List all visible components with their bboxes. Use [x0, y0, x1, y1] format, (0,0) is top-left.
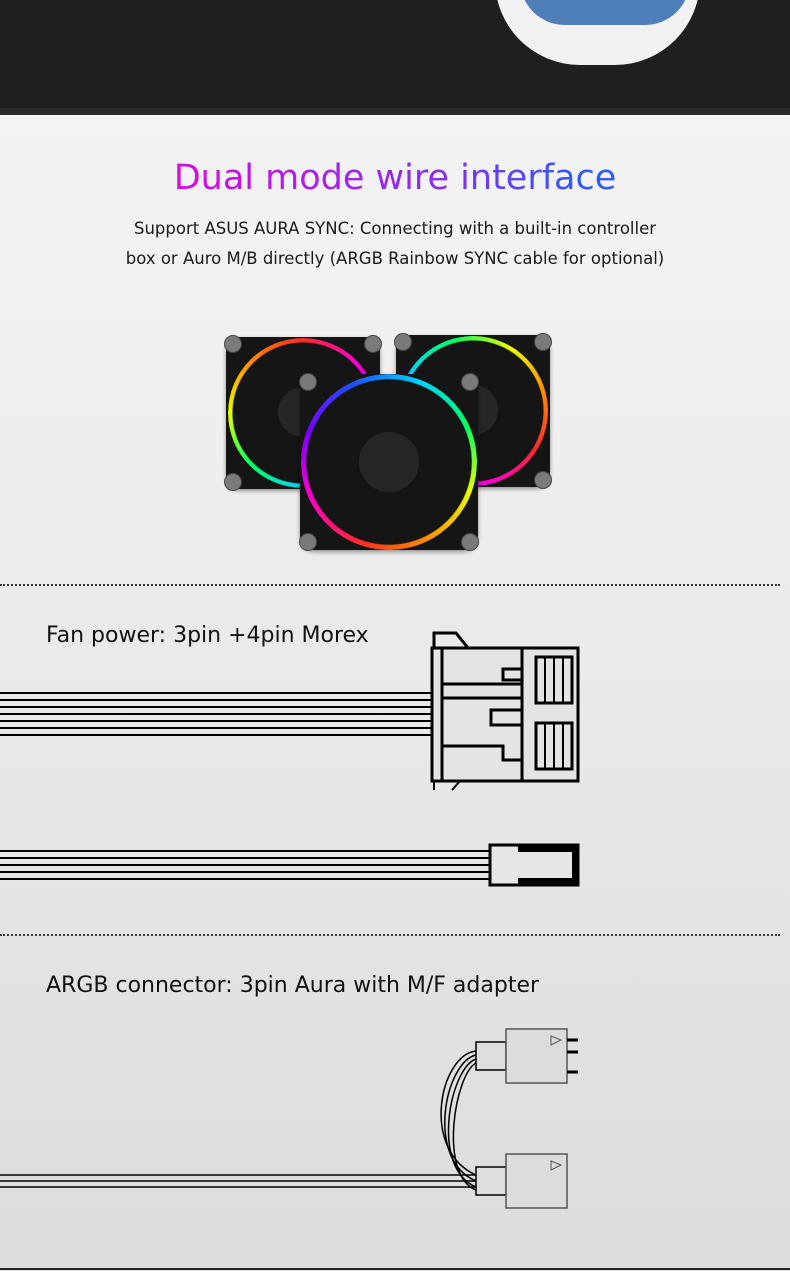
- 3pin-connector-diagram: [0, 843, 580, 887]
- description-line-2: box or Auro M/B directly (ARGB Rainbow S…: [125, 249, 665, 268]
- fan-power-label: Fan power: 3pin +4pin Morex: [46, 623, 369, 648]
- section-divider: [0, 934, 780, 936]
- fan-image-front: [276, 349, 502, 575]
- description-line-1: Support ASUS AURA SYNC: Connecting with …: [133, 219, 657, 238]
- product-image-fragment-inner: [520, 0, 690, 25]
- section-divider: [0, 584, 780, 586]
- molex-connector-diagram: [0, 631, 580, 791]
- argb-connector-label: ARGB connector: 3pin Aura with M/F adapt…: [46, 973, 540, 998]
